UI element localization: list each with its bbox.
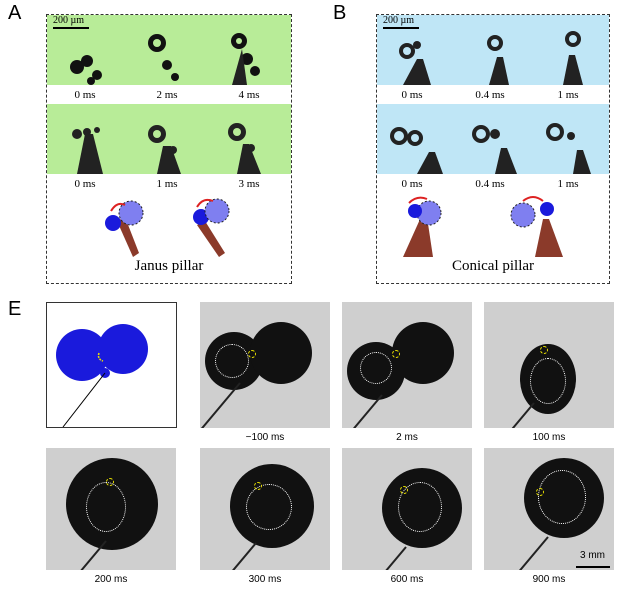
panel-e-frame: [200, 448, 330, 570]
panel-e-letter: E: [8, 298, 22, 320]
panel-b-caption: Conical pillar: [451, 258, 535, 274]
panel-a-strip-1: 200 µm: [47, 15, 291, 85]
panel-a-caption: Janus pillar: [134, 258, 204, 274]
panel-e-frame: [200, 302, 330, 428]
panel-b-time-label: 0 ms: [401, 178, 423, 190]
panel-a-time-label: 1 ms: [156, 178, 178, 190]
panel-e-time-label: 2 ms: [396, 432, 418, 443]
panel-b-time-label: 0.4 ms: [475, 89, 505, 101]
scale-label: 200 µm: [383, 15, 415, 26]
panel-a-letter: A: [8, 2, 22, 24]
panel-e-time-label: 600 ms: [390, 574, 424, 585]
panel-b-strip-1: 200 µm: [377, 15, 609, 85]
panel-e-time-label: 900 ms: [532, 574, 566, 585]
panel-e-frame: [46, 448, 176, 570]
panel-e-schematic: [46, 302, 177, 428]
panel-b-strip-2: [377, 104, 609, 174]
panel-b-time-label: 1 ms: [557, 178, 579, 190]
janus-schematic: [105, 198, 230, 257]
panel-e-time-label: −100 ms: [245, 432, 285, 443]
scale-bar: [383, 27, 419, 29]
panel-a-strip-2: [47, 104, 291, 174]
panel-e-time-label: 100 ms: [532, 432, 566, 443]
panel-b-time-label: 1 ms: [557, 89, 579, 101]
panel-e-time-label: 300 ms: [248, 574, 282, 585]
panel-e-time-label: 200 ms: [94, 574, 128, 585]
scale-label-e: 3 mm: [580, 550, 605, 561]
panel-a-time-label: 4 ms: [238, 89, 260, 101]
janus-frames-row-2: [72, 123, 261, 174]
panel-e-frame: [342, 302, 472, 428]
scale-bar: [53, 27, 89, 29]
panel-b-letter: B: [333, 2, 347, 24]
conical-schematic: [403, 196, 563, 257]
panel-e-frame: [484, 302, 614, 428]
coalescence-schematic: [56, 324, 148, 428]
panel-b-frame: [376, 14, 610, 284]
janus-frames-row-1: [70, 33, 260, 85]
panel-a-frame: [46, 14, 292, 284]
panel-a-time-label: 2 ms: [156, 89, 178, 101]
conical-frames-row-1: [399, 31, 583, 85]
panel-b-time-label: 0 ms: [401, 89, 423, 101]
panel-a-time-label: 0 ms: [74, 89, 96, 101]
panel-b-time-label: 0.4 ms: [475, 178, 505, 190]
panel-a-time-label: 0 ms: [74, 178, 96, 190]
panel-e-frame: [342, 448, 472, 570]
panel-e-frame: [484, 448, 614, 570]
scale-label: 200 µm: [53, 15, 85, 26]
scale-bar-e: [576, 566, 610, 568]
conical-frames-row-2: [390, 123, 591, 174]
panel-a-time-label: 3 ms: [238, 178, 260, 190]
